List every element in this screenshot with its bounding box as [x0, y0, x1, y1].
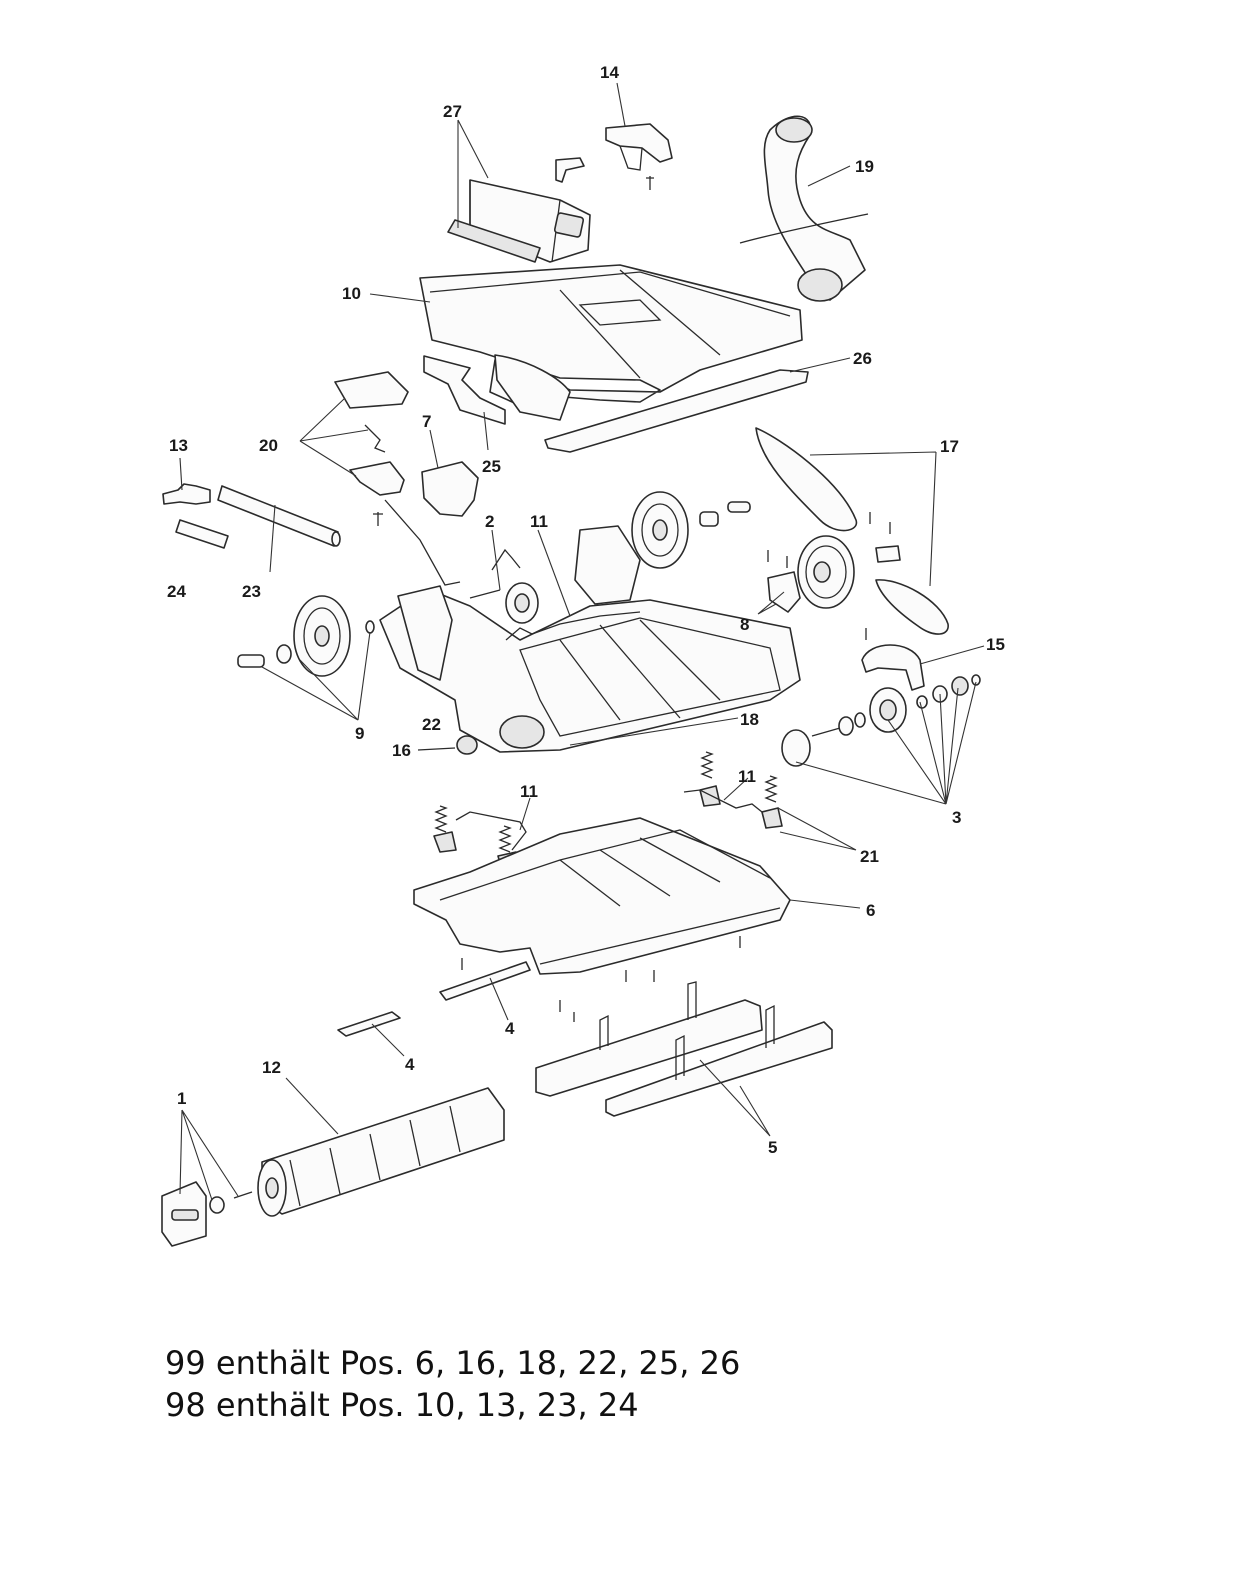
part-27-filter-cover [447, 157, 591, 263]
label-4-left: 4 [405, 1055, 415, 1074]
label-25: 25 [482, 457, 501, 476]
note-98: 98 enthält Pos. 10, 13, 23, 24 [165, 1386, 639, 1424]
part-25-side-rail [423, 355, 506, 425]
part-10-top-housing [419, 264, 803, 421]
part-24-rod [175, 519, 229, 549]
part-22-bushing [456, 735, 478, 755]
part-16-screw [417, 747, 456, 751]
label-11-top: 11 [530, 512, 548, 531]
part-15-belt-guard [861, 628, 925, 691]
part-5-squeegees [535, 981, 833, 1117]
label-24: 24 [167, 582, 186, 601]
label-9: 9 [355, 724, 364, 743]
label-21: 21 [860, 847, 879, 866]
part-12-brush-roller [257, 1087, 505, 1217]
label-11-right: 11 [738, 767, 756, 786]
label-16: 16 [392, 741, 411, 760]
part-2-pulley [469, 548, 539, 624]
parts-notes: 99 enthält Pos. 6, 16, 18, 22, 25, 26 98… [165, 1342, 1165, 1426]
label-13: 13 [169, 436, 188, 455]
part-3-gear-set [781, 674, 981, 767]
label-7: 7 [422, 412, 431, 431]
label-22: 22 [422, 715, 441, 734]
label-19: 19 [855, 157, 874, 176]
label-14: 14 [600, 63, 619, 82]
label-4-right: 4 [505, 1019, 515, 1038]
label-10: 10 [342, 284, 361, 303]
part-13-fitting [162, 483, 211, 505]
note-99: 99 enthält Pos. 6, 16, 18, 22, 25, 26 [165, 1344, 741, 1382]
rear-wheel [631, 491, 751, 569]
part-1-end-cap [161, 1181, 253, 1247]
part-9-wheel-set [237, 595, 375, 677]
label-12: 12 [262, 1058, 281, 1077]
label-5: 5 [768, 1138, 777, 1157]
part-26-bumper-strip [544, 369, 809, 453]
part-14-handle-knob [605, 123, 673, 190]
label-26: 26 [853, 349, 872, 368]
label-23: 23 [242, 582, 261, 601]
part-4-scraper-blades [337, 961, 575, 1037]
exploded-parts-diagram: 1 2 3 4 4 5 6 7 8 9 10 11 11 11 12 13 14… [161, 63, 1005, 1247]
label-6: 6 [866, 901, 875, 920]
part-7-connector [421, 461, 479, 517]
label-8: 8 [740, 615, 749, 634]
label-27: 27 [443, 102, 462, 121]
part-23-rod [217, 485, 341, 547]
label-17: 17 [940, 437, 959, 456]
part-20-switch-assembly [334, 371, 461, 586]
label-11-middle: 11 [520, 782, 538, 801]
label-2: 2 [485, 512, 494, 531]
part-18-chassis-frame [379, 525, 801, 753]
part-11-linkage-wires [455, 611, 763, 851]
label-15: 15 [986, 635, 1005, 654]
part-19-hose [739, 115, 869, 302]
position-labels: 1 2 3 4 4 5 6 7 8 9 10 11 11 11 12 13 14… [167, 63, 1005, 1157]
part-8-pulley-bracket [767, 535, 855, 613]
label-18: 18 [740, 710, 759, 729]
part-17-drive-belts [755, 427, 949, 635]
leader-lines [179, 82, 985, 1201]
label-1: 1 [177, 1089, 186, 1108]
part-6-base-plate [413, 817, 791, 982]
label-20: 20 [259, 436, 278, 455]
label-3: 3 [952, 808, 961, 827]
